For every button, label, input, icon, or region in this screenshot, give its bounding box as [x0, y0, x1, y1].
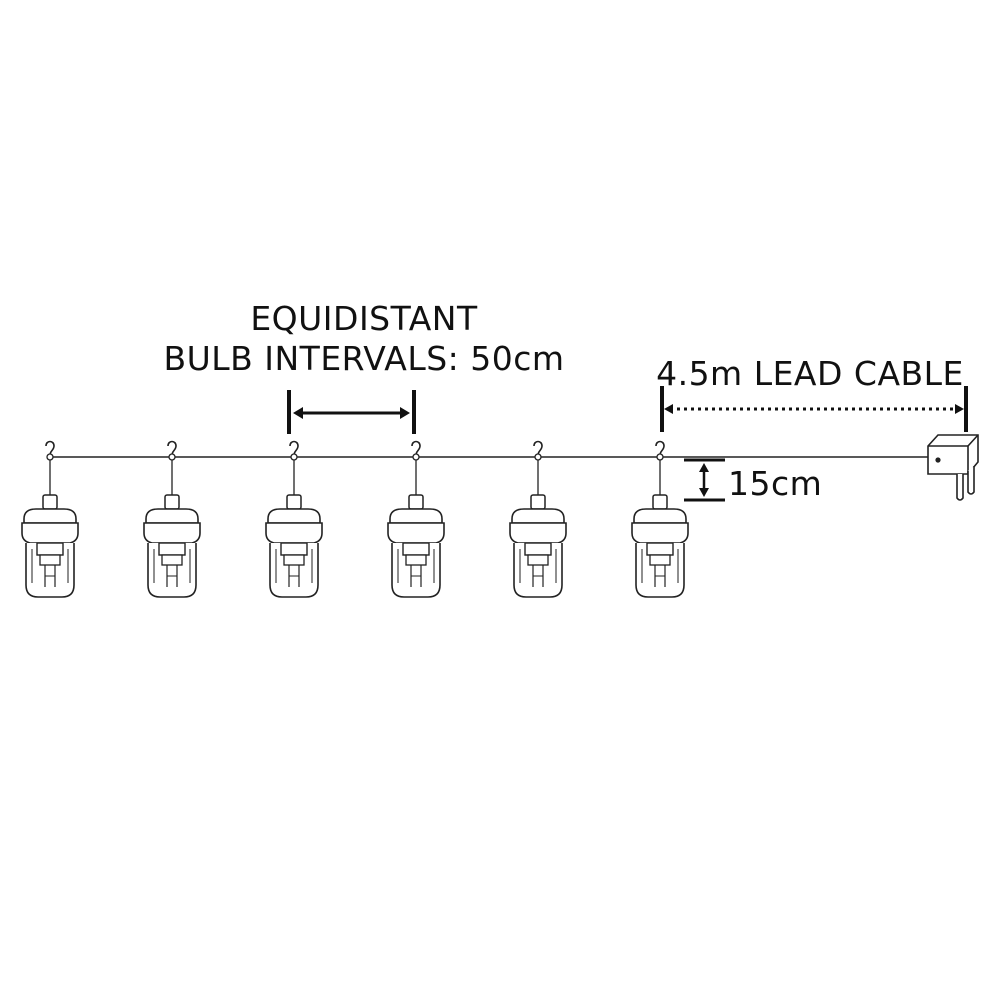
interval-dimension [287, 390, 416, 434]
lead-cable-label: 4.5m LEAD CABLE [656, 354, 964, 393]
bulb-icon [143, 440, 201, 598]
bulbs [21, 440, 689, 598]
bulb-icon [387, 440, 445, 598]
bulb-icon [265, 440, 323, 598]
interval-label-line1: EQUIDISTANT [250, 299, 478, 338]
lead-cable-dimension [660, 386, 968, 432]
bulb-icon [509, 440, 567, 598]
bulb-icon [21, 440, 79, 598]
drop-label: 15cm [728, 464, 822, 503]
interval-label-line2: BULB INTERVALS: 50cm [163, 339, 564, 378]
drop-dimension [684, 458, 725, 502]
bulb-icon [631, 440, 689, 598]
power-plug-icon [927, 434, 979, 501]
